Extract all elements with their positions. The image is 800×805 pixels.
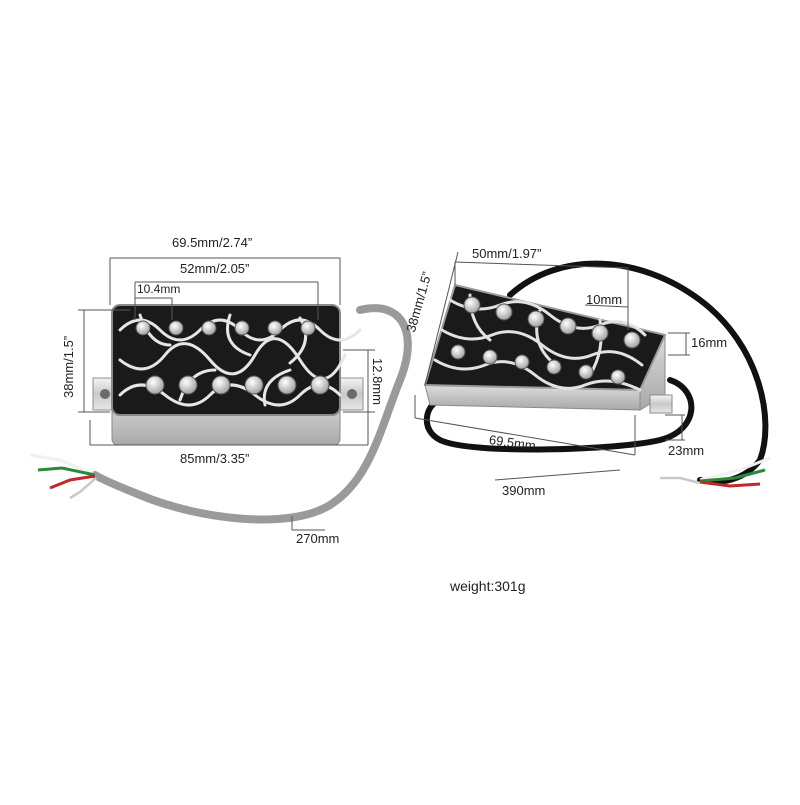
weight-label: weight:301g [450, 578, 526, 594]
right-pole-slug [559, 317, 577, 335]
left-mount-hole-left [100, 389, 110, 399]
right-foot-height-label: 23mm [668, 443, 705, 458]
right-dimension-lines [414, 251, 690, 481]
left-pole-slug [310, 375, 330, 395]
left-cable-length-label: 270mm [296, 531, 340, 546]
left-depth-label: 12.8mm [370, 358, 385, 405]
right-side-height-label: 16mm [691, 335, 728, 350]
right-cable-length-label: 390mm [502, 483, 546, 498]
right-pickup [423, 260, 771, 488]
right-pole-slug [463, 296, 481, 314]
left-pole-slug [211, 375, 231, 395]
right-pole-screw [482, 349, 498, 365]
left-mount-hole-right [347, 389, 357, 399]
right-pole-screw [514, 354, 530, 370]
right-pole-screw [578, 364, 594, 380]
left-pole-slug [244, 375, 264, 395]
right-pole-slug [623, 331, 641, 349]
right-pole-screw [450, 344, 466, 360]
right-pole-span-label: 50mm/1.97” [472, 246, 542, 261]
left-wires [29, 453, 97, 500]
left-width-total-label: 69.5mm/2.74” [172, 235, 253, 250]
left-base-length-label: 85mm/3.35” [180, 451, 250, 466]
left-pole-spacing-label: 10.4mm [137, 282, 181, 296]
left-pole-screw [135, 320, 151, 336]
right-pole-screw [610, 369, 626, 385]
right-pole-slug [527, 310, 545, 328]
right-black-cable [507, 260, 769, 485]
left-pole-span-label: 52mm/2.05” [180, 261, 250, 276]
right-pole-slug [591, 324, 609, 342]
right-wires [660, 456, 771, 488]
left-pole-screw [234, 320, 250, 336]
left-pole-slug [178, 375, 198, 395]
right-pole-screw [546, 359, 562, 375]
left-engraving [118, 313, 362, 407]
left-pole-slug [277, 375, 297, 395]
left-dimension-lines [78, 257, 375, 531]
left-pole-screw [267, 320, 283, 336]
left-pole-pieces [135, 320, 330, 395]
left-pickup [29, 304, 412, 524]
right-pole-spacing-label: 10mm [586, 292, 623, 307]
left-pole-screw [300, 320, 316, 336]
left-pole-screw [201, 320, 217, 336]
right-pole-pieces [450, 296, 641, 385]
left-pole-slug [145, 375, 165, 395]
right-cable-loop [423, 377, 695, 453]
right-side-tab [649, 394, 673, 414]
left-height-label: 38mm/1.5” [61, 335, 76, 398]
left-pole-screw [168, 320, 184, 336]
right-pole-slug [495, 303, 513, 321]
left-gray-cable [91, 304, 412, 524]
